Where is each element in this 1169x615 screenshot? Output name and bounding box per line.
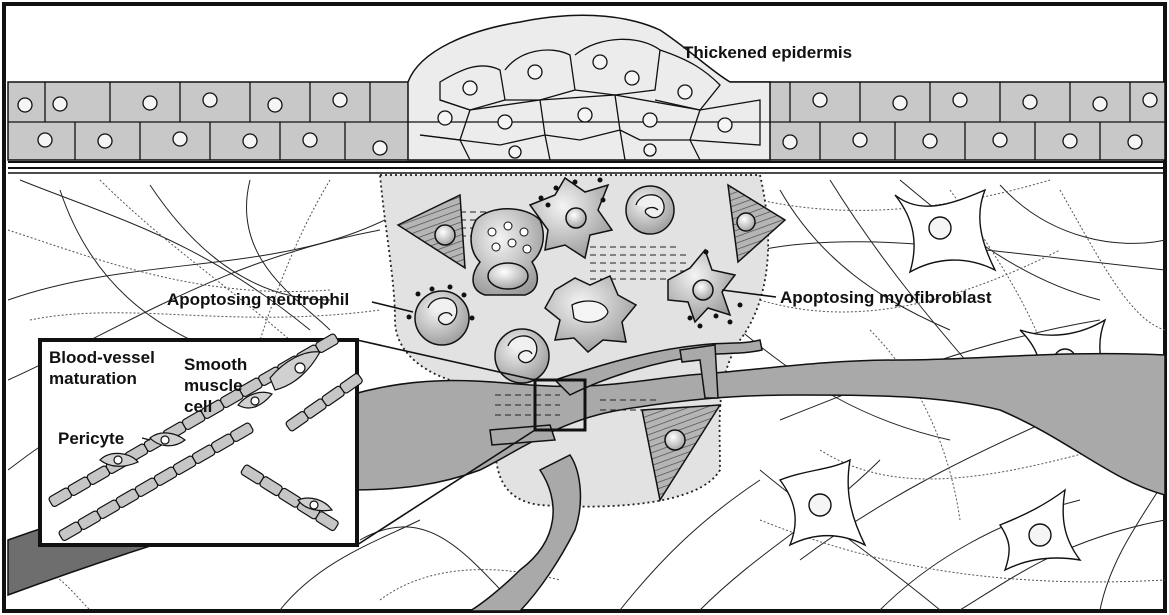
label-blood-vessel-1: Blood-vessel [49, 348, 155, 367]
label-apoptosing-neutrophil: Apoptosing neutrophil [167, 290, 349, 309]
label-pericyte: Pericyte [58, 429, 124, 448]
label-smooth-muscle-1: Smooth [184, 355, 247, 374]
label-smooth-muscle-2: muscle [184, 376, 243, 395]
label-smooth-muscle-3: cell [184, 397, 212, 416]
label-thickened-epidermis: Thickened epidermis [683, 43, 852, 62]
label-apoptosing-myofibroblast: Apoptosing myofibroblast [780, 288, 992, 307]
neutrophil-bottom [495, 329, 549, 383]
label-blood-vessel-2: maturation [49, 369, 137, 388]
neutrophil-top [626, 186, 674, 234]
